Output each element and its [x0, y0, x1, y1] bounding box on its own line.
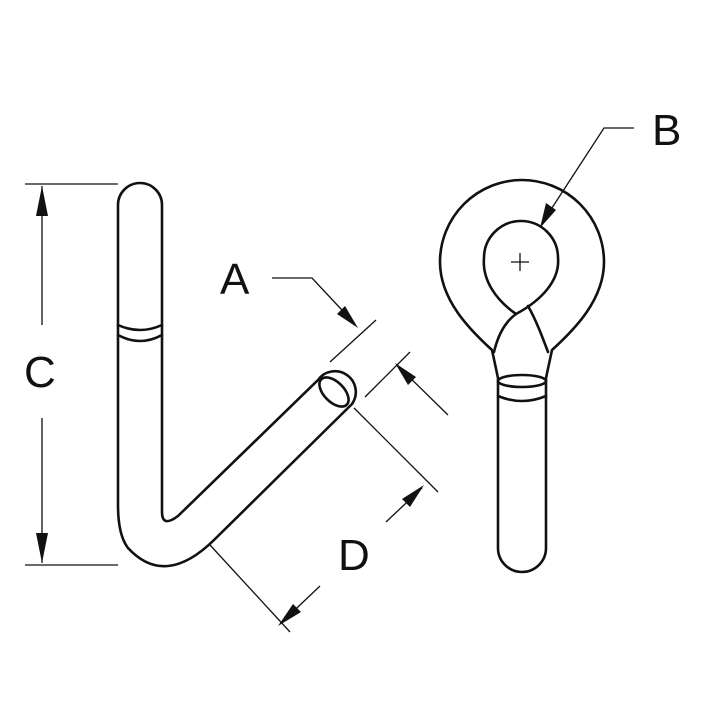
- hook-side-view: [116, 181, 358, 568]
- dim-c-arrow-bottom: [36, 533, 48, 563]
- dim-d-arrow-lower: [278, 604, 301, 626]
- dim-a-ext-2: [364, 351, 411, 398]
- hook-outline: [116, 181, 358, 568]
- dim-c-arrow-top: [36, 186, 48, 216]
- hook-tip-end: [318, 376, 350, 408]
- eye-front-view: [438, 178, 606, 574]
- eye-crossover-1: [492, 312, 518, 354]
- eye-outline: [438, 178, 606, 574]
- dim-d-ext-upper: [353, 407, 439, 493]
- dim-b-label: B: [652, 106, 681, 155]
- eye-crossover-2: [526, 304, 550, 354]
- dimension-d: D: [209, 407, 439, 633]
- dim-d-label: D: [338, 531, 370, 580]
- dim-b-arrow: [540, 203, 556, 228]
- hook-crimp-top: [116, 323, 164, 332]
- hook-crimp-bottom: [116, 333, 164, 343]
- dim-a-arrow-out: [395, 363, 416, 385]
- dim-c-label: C: [24, 348, 56, 397]
- dim-a-leader: [272, 277, 356, 325]
- eye-crimp-bottom: [496, 394, 548, 403]
- dim-a-label: A: [220, 255, 250, 304]
- dim-a-ext-1: [329, 319, 377, 363]
- dim-b-leader: [547, 127, 634, 215]
- dim-a-arrow-in: [337, 306, 358, 328]
- eye-crimp-top: [496, 373, 548, 389]
- eye-hole: [482, 219, 560, 316]
- dim-d-arrow-upper: [402, 485, 424, 507]
- dimension-b: B: [540, 106, 681, 228]
- dimension-c: C: [24, 183, 118, 566]
- dim-d-ext-lower: [209, 544, 291, 633]
- dimension-a: A: [220, 255, 449, 416]
